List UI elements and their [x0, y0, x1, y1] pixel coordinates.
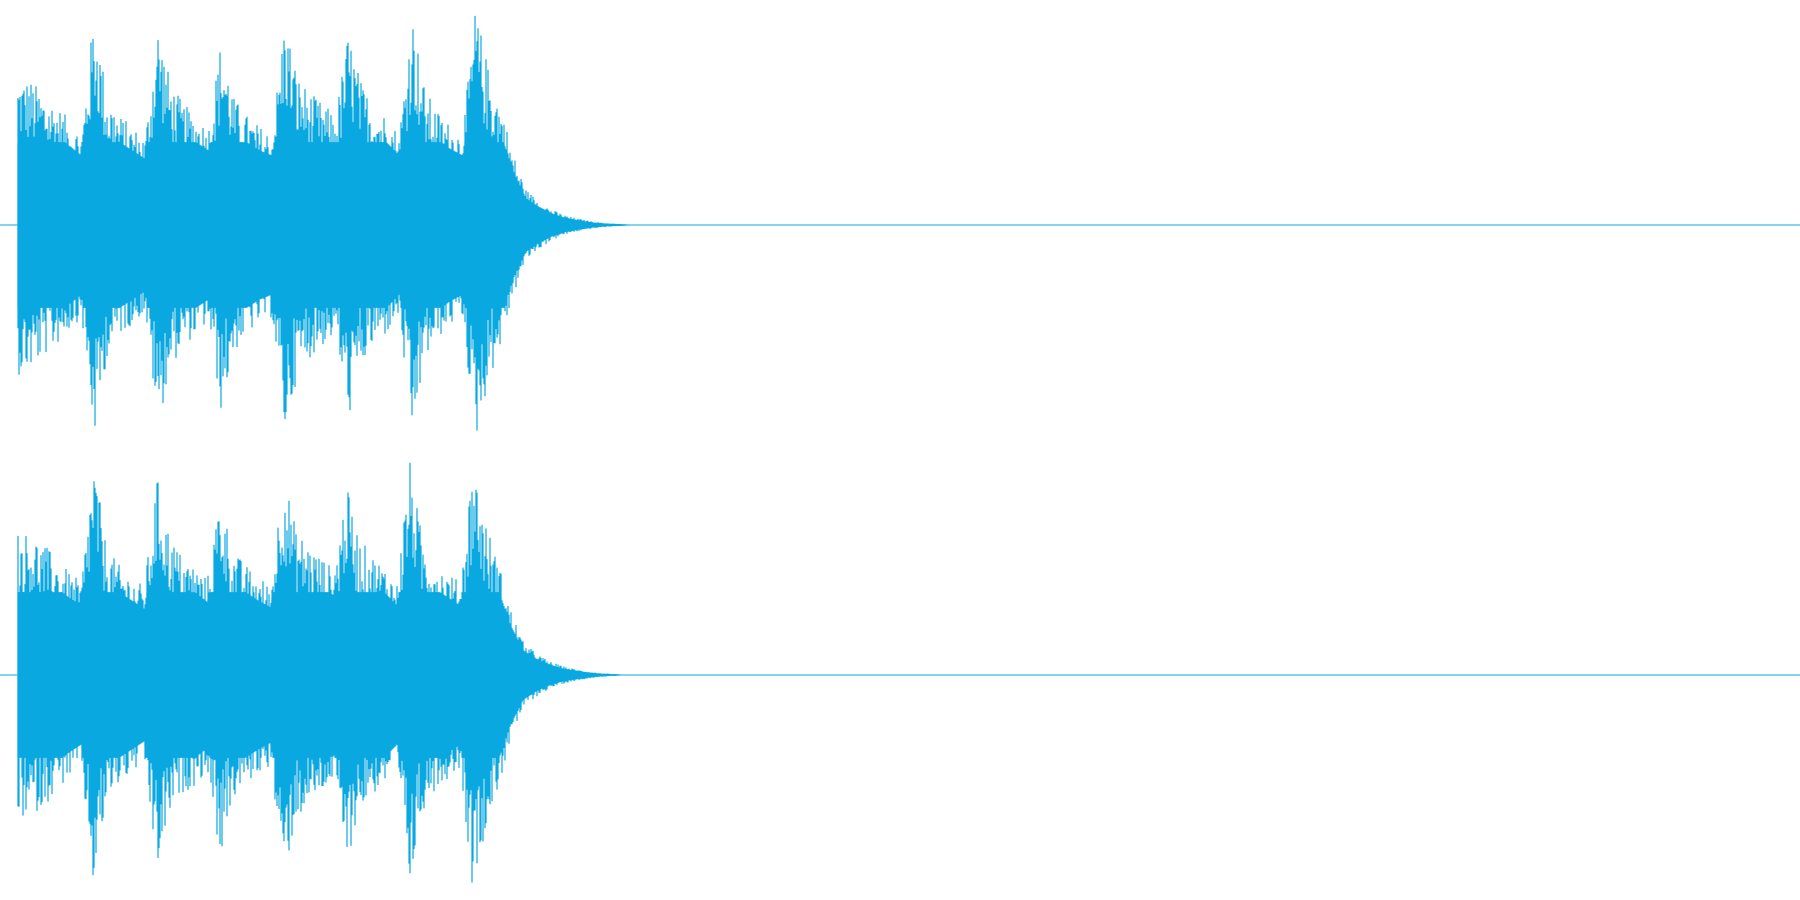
channel-1-waveform[interactable]	[0, 15, 1800, 431]
channel-2-waveform[interactable]	[0, 462, 1800, 883]
channel-1-signal-core	[17, 142, 640, 308]
channel-2-signal-core	[17, 592, 636, 758]
